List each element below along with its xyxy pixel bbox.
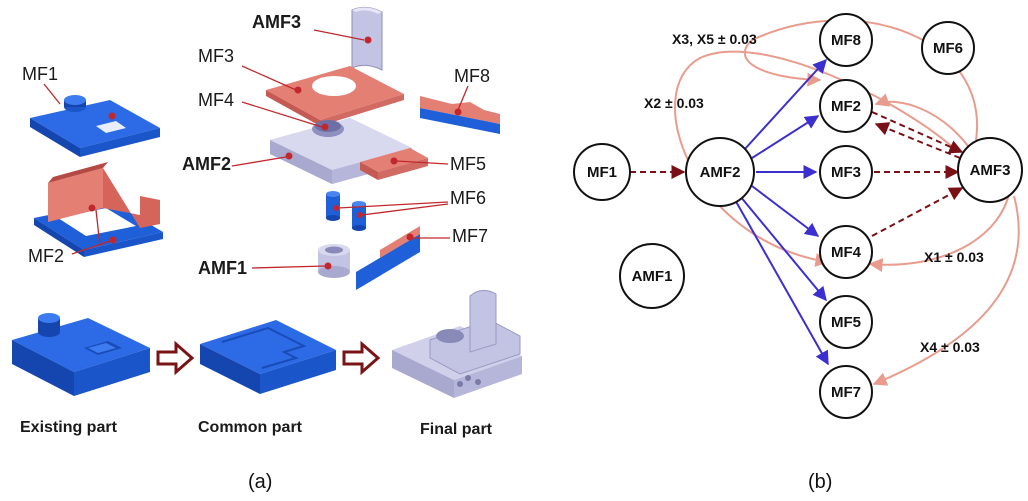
svg-text:AMF2: AMF2 bbox=[700, 164, 741, 181]
mf7-label: MF7 bbox=[452, 226, 488, 246]
amf3-part bbox=[351, 6, 383, 71]
node-amf2: AMF2 bbox=[685, 137, 755, 207]
graph-nodes: MF8 MF6 MF2 MF1 AMF2 MF3 bbox=[573, 13, 1023, 419]
mf6-part bbox=[326, 191, 366, 231]
amf1-label: AMF1 bbox=[198, 258, 247, 278]
tolerance-label-2: X2 ± 0.03 bbox=[644, 95, 704, 111]
mf3-label: MF3 bbox=[198, 46, 234, 66]
edge-amf3-mf2b bbox=[874, 93, 969, 147]
tolerance-edges bbox=[674, 19, 1020, 386]
edge-amf3-mf8 bbox=[743, 19, 979, 141]
node-mf6: MF6 bbox=[921, 21, 975, 75]
svg-text:MF4: MF4 bbox=[831, 244, 862, 261]
edge-mf2-amf3 bbox=[871, 111, 964, 154]
svg-text:MF5: MF5 bbox=[831, 314, 861, 331]
final-part bbox=[392, 290, 522, 398]
svg-text:MF2: MF2 bbox=[831, 98, 861, 115]
svg-text:MF3: MF3 bbox=[831, 164, 861, 181]
mf4-label: MF4 bbox=[198, 90, 234, 110]
node-amf1: AMF1 bbox=[619, 243, 685, 309]
edge-amf3-mf7 bbox=[872, 195, 1020, 386]
mf2-label: MF2 bbox=[28, 246, 64, 266]
mf6-label: MF6 bbox=[450, 188, 486, 208]
panel-b: MF8 MF6 MF2 MF1 AMF2 MF3 bbox=[573, 13, 1023, 493]
svg-text:MF7: MF7 bbox=[831, 384, 861, 401]
node-mf8: MF8 bbox=[819, 13, 873, 67]
existing-label: Existing part bbox=[20, 419, 118, 436]
tolerance-label-1: X3, X5 ± 0.03 bbox=[672, 31, 757, 47]
mf8-part bbox=[420, 96, 500, 134]
tolerance-label-3: X1 ± 0.03 bbox=[924, 249, 984, 265]
edge-amf3-mf4 bbox=[868, 189, 1011, 273]
caption-b: (b) bbox=[808, 471, 832, 493]
edge-amf2-mf8 bbox=[743, 58, 827, 151]
blue-edges bbox=[733, 58, 829, 366]
mf1-label: MF1 bbox=[22, 64, 58, 84]
stage-arrow-1 bbox=[156, 340, 195, 376]
edge-mf4-amf3 bbox=[871, 187, 964, 237]
node-mf7: MF7 bbox=[819, 365, 873, 419]
mf7-part bbox=[356, 226, 420, 290]
dashed-edges bbox=[630, 111, 964, 237]
edge-amf2-mf5 bbox=[739, 195, 827, 302]
edge-amf2-mf7 bbox=[733, 197, 829, 366]
mf1-part bbox=[30, 95, 160, 157]
svg-text:AMF1: AMF1 bbox=[632, 268, 673, 285]
stage-arrow-2 bbox=[342, 340, 381, 376]
node-amf3: AMF3 bbox=[957, 137, 1023, 203]
mf8-label: MF8 bbox=[454, 66, 490, 86]
amf1-part bbox=[318, 244, 350, 278]
panel-a: MF1 MF2 AMF3 bbox=[12, 6, 522, 493]
mf3-part bbox=[266, 66, 404, 126]
node-mf2: MF2 bbox=[819, 79, 873, 133]
node-mf3: MF3 bbox=[819, 145, 873, 199]
svg-text:MF6: MF6 bbox=[933, 40, 963, 57]
edge-amf2-mf2 bbox=[751, 115, 820, 159]
tolerance-label-4: X4 ± 0.03 bbox=[920, 339, 980, 355]
amf3-label: AMF3 bbox=[252, 12, 301, 32]
mf5-part bbox=[360, 148, 428, 180]
mf5-label: MF5 bbox=[450, 154, 486, 174]
common-label: Common part bbox=[198, 419, 303, 436]
edge-amf3-mf2-back bbox=[874, 122, 961, 159]
node-mf1: MF1 bbox=[573, 143, 631, 201]
final-label: Final part bbox=[420, 421, 493, 438]
edge-amf2-mf4 bbox=[751, 185, 820, 237]
svg-text:AMF3: AMF3 bbox=[970, 162, 1011, 179]
node-mf5: MF5 bbox=[819, 295, 873, 349]
mf2-part bbox=[34, 162, 163, 257]
svg-text:MF8: MF8 bbox=[831, 32, 861, 49]
node-mf4: MF4 bbox=[819, 225, 873, 279]
amf2-label: AMF2 bbox=[182, 154, 231, 174]
existing-part bbox=[12, 313, 150, 396]
svg-text:MF1: MF1 bbox=[587, 164, 617, 181]
common-part bbox=[200, 320, 336, 394]
caption-a: (a) bbox=[248, 471, 272, 493]
